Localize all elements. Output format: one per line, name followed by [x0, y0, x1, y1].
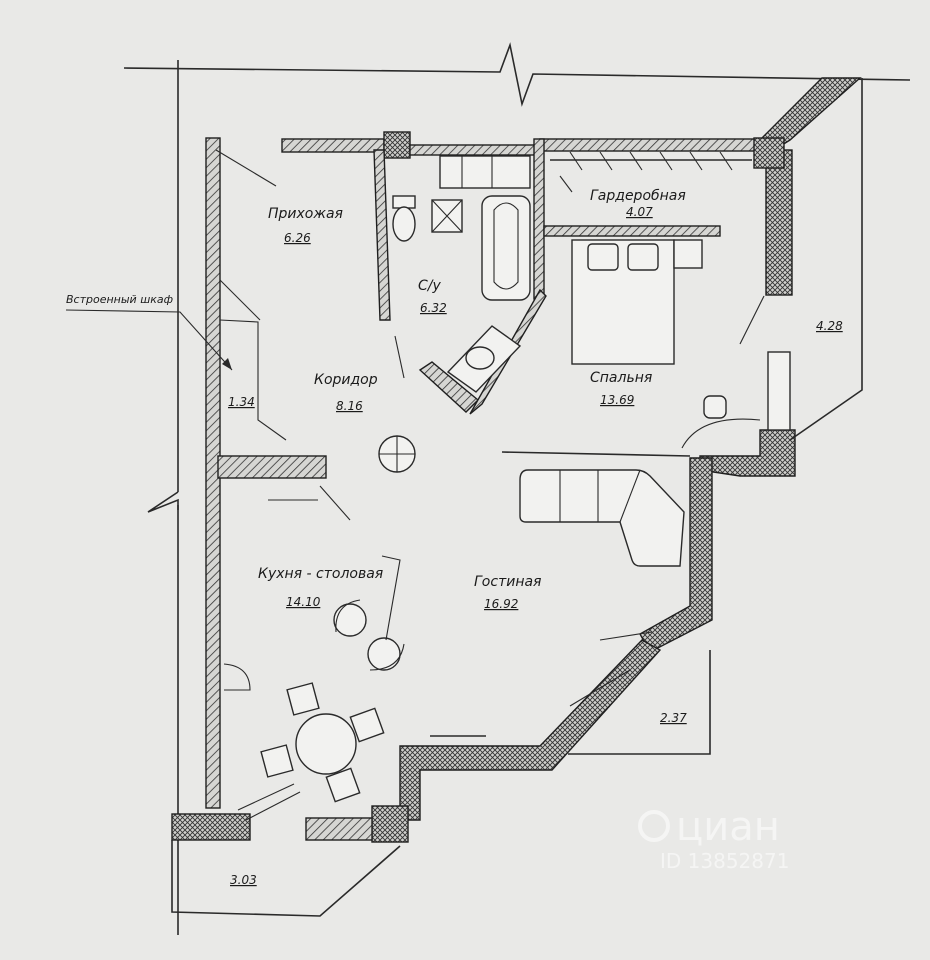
kitchen-name: Кухня - столовая	[258, 566, 383, 582]
closet-leader	[65, 309, 233, 371]
builtin-closet-label: Встроенный шкаф	[66, 293, 173, 306]
balcony-outlines	[171, 78, 863, 917]
sofa-icon	[501, 451, 691, 567]
balcony-east-area: 4.28	[816, 319, 843, 333]
sink-icon	[465, 346, 495, 370]
top-break-line	[123, 42, 911, 107]
wardrobe-name: Гардеробная	[590, 188, 686, 204]
left-outline	[147, 60, 179, 935]
balcony-south-area: 3.03	[230, 873, 257, 887]
watermark: циан ID 13852871	[638, 804, 789, 873]
balcony-south-east-area: 2.37	[660, 711, 687, 725]
bathtub-icon	[481, 195, 531, 301]
bath-cabinet	[439, 155, 531, 189]
toilet-tank	[392, 195, 416, 209]
wardrobe-area: 4.07	[626, 205, 653, 219]
corridor-table	[378, 435, 416, 473]
toilet-icon	[392, 206, 416, 242]
interior-walls	[217, 131, 785, 841]
east-wall-upper	[765, 149, 793, 296]
wardrobe-rack	[550, 151, 752, 193]
living-area: 16.92	[484, 597, 518, 611]
bedroom-chair	[681, 351, 791, 449]
bedroom-area: 13.69	[600, 393, 634, 407]
corridor-area: 8.16	[336, 399, 363, 413]
kitchen-area: 14.10	[286, 595, 321, 609]
hallway-area: 6.26	[284, 231, 311, 245]
dining-table	[260, 682, 385, 803]
closet-area: 1.34	[228, 395, 255, 409]
bathroom-name: С/у	[418, 278, 441, 294]
south-east-wall	[399, 639, 662, 821]
bathroom-fixtures	[392, 155, 531, 393]
room-labels: Прихожая 6.26 С/у 6.32 Гардеробная 4.07 …	[66, 188, 843, 887]
living-name: Гостиная	[474, 574, 541, 590]
corridor-name: Коридор	[314, 372, 378, 388]
south-corner-wall	[371, 805, 409, 843]
misc-lines	[215, 149, 765, 821]
watermark-brand: циан	[676, 804, 780, 850]
bed-icon	[571, 239, 703, 365]
exterior-walls	[171, 77, 862, 843]
south-west-wall	[171, 813, 251, 841]
hallway-name: Прихожая	[268, 206, 343, 222]
watermark-id: ID 13852871	[660, 849, 789, 873]
watermark-logo-icon	[638, 810, 670, 842]
bedroom-name: Спальня	[590, 370, 652, 386]
bathroom-area: 6.32	[420, 301, 447, 315]
kitchen-chairs	[333, 555, 405, 671]
